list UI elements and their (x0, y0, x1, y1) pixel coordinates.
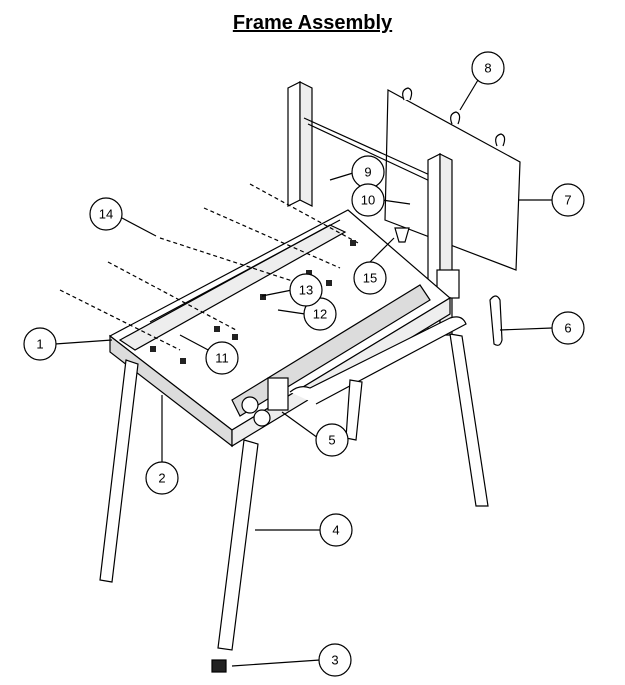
callout-2: 2 (145, 461, 179, 495)
svg-text:12: 12 (313, 307, 327, 322)
callout-13: 13 (289, 273, 323, 307)
legs (99, 333, 489, 673)
callout-3: 3 (318, 643, 352, 677)
callout-1: 1 (23, 327, 57, 361)
svg-text:14: 14 (99, 207, 113, 222)
svg-text:2: 2 (158, 471, 165, 486)
callout-6: 6 (551, 311, 585, 345)
svg-text:6: 6 (564, 321, 571, 336)
leader-lines (54, 79, 553, 667)
part-15-fitting (394, 227, 410, 243)
diagram-title: Frame Assembly (232, 12, 393, 34)
callout-bubbles: 1 2 3 4 5 6 7 8 9 10 11 12 13 14 15 (23, 51, 585, 677)
callout-8: 8 (471, 51, 505, 85)
svg-text:3: 3 (331, 653, 338, 668)
callout-9: 9 (351, 155, 385, 189)
svg-text:5: 5 (328, 433, 335, 448)
handle-part-6 (489, 295, 503, 346)
svg-text:10: 10 (361, 193, 375, 208)
callout-7: 7 (551, 183, 585, 217)
nuts (150, 240, 356, 364)
callout-4: 4 (319, 513, 353, 547)
svg-text:9: 9 (364, 165, 371, 180)
callout-14: 14 (89, 197, 123, 231)
svg-text:13: 13 (299, 283, 313, 298)
svg-text:8: 8 (484, 61, 491, 76)
svg-text:7: 7 (564, 193, 571, 208)
svg-text:11: 11 (215, 351, 229, 366)
svg-text:4: 4 (332, 523, 339, 538)
callout-5: 5 (315, 423, 349, 457)
callout-11: 11 (205, 341, 239, 375)
callout-10: 10 (351, 183, 385, 217)
rear-upright-frame (287, 81, 460, 342)
callout-15: 15 (353, 261, 387, 295)
svg-text:1: 1 (36, 337, 43, 352)
svg-text:15: 15 (363, 271, 377, 286)
